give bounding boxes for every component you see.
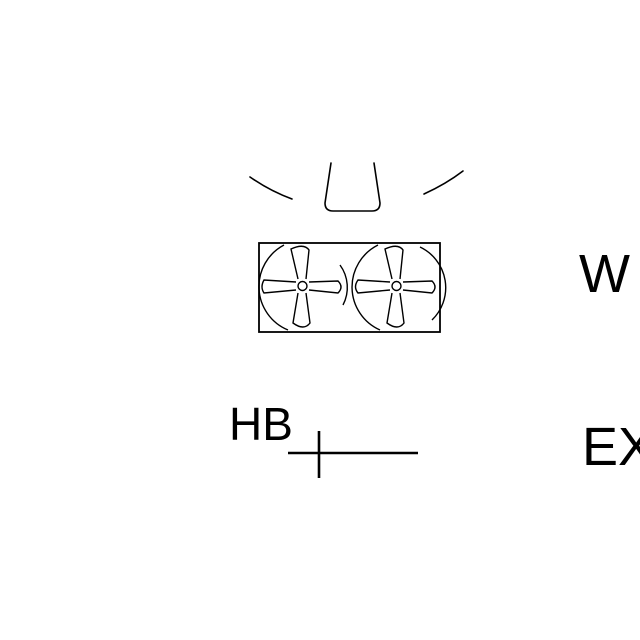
- light-shade: [324, 162, 381, 212]
- twin-fan-unit-icon: [258, 242, 447, 333]
- label-ex: EX: [582, 417, 640, 477]
- hose-bib-icon: [288, 431, 418, 478]
- label-w: W: [579, 244, 630, 304]
- label-hb: HB: [229, 398, 293, 450]
- fan-left-hub: [297, 280, 308, 292]
- light-ray-left: [249, 176, 293, 200]
- fan-right-icon: [351, 244, 447, 331]
- fan-unit-housing: [258, 242, 441, 333]
- fan-left-icon: [258, 244, 349, 331]
- light-ray-right: [423, 170, 464, 195]
- fan-right-hub: [391, 280, 402, 292]
- light-fixture-icon: [249, 162, 464, 212]
